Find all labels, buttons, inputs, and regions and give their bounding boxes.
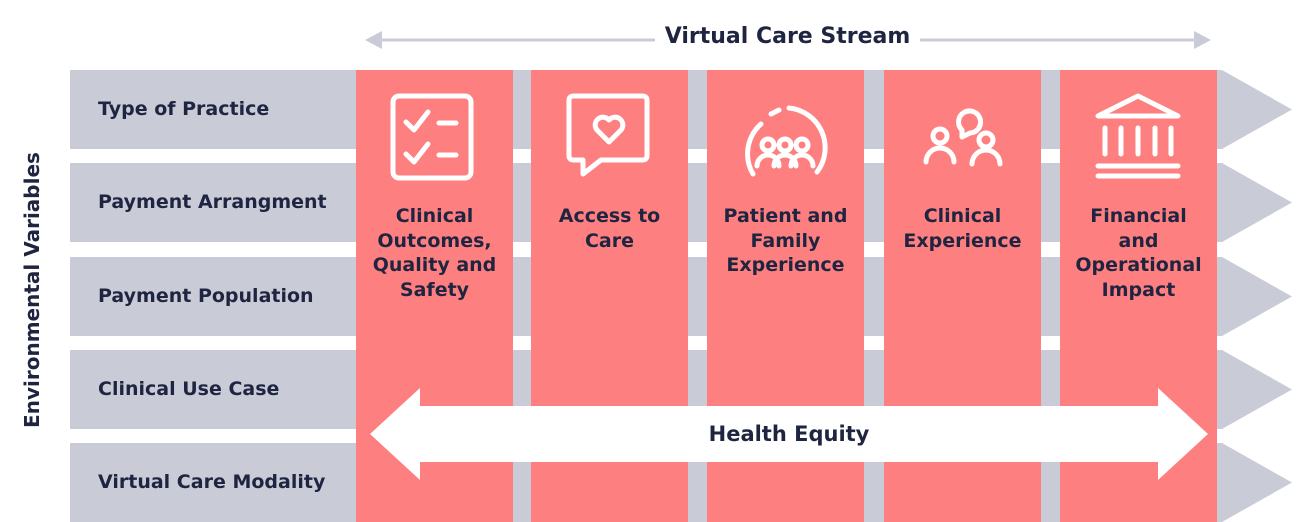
column-label: Clinical Experience [903,205,1022,252]
column-label: Clinical Outcomes, Quality and Safety [372,205,497,301]
heart-chat-icon [566,93,650,177]
column-label: Financial and Operational Impact [1075,205,1202,301]
stream-title: Virtual Care Stream [655,24,920,49]
health-equity-label: Health Equity [708,422,870,446]
row-label: Payment Population [98,285,314,307]
people-chat-icon [923,108,1003,167]
checklist-icon [390,93,474,181]
family-group-icon [745,105,828,177]
row-label: Virtual Care Modality [98,471,326,493]
bank-icon [1095,93,1181,179]
column-label: Access to Care [558,205,661,252]
column-label: Patient and Family Experience [723,205,848,276]
row-label: Type of Practice [98,98,270,120]
row-label: Payment Arrangment [98,191,327,213]
row-label: Clinical Use Case [98,378,280,400]
